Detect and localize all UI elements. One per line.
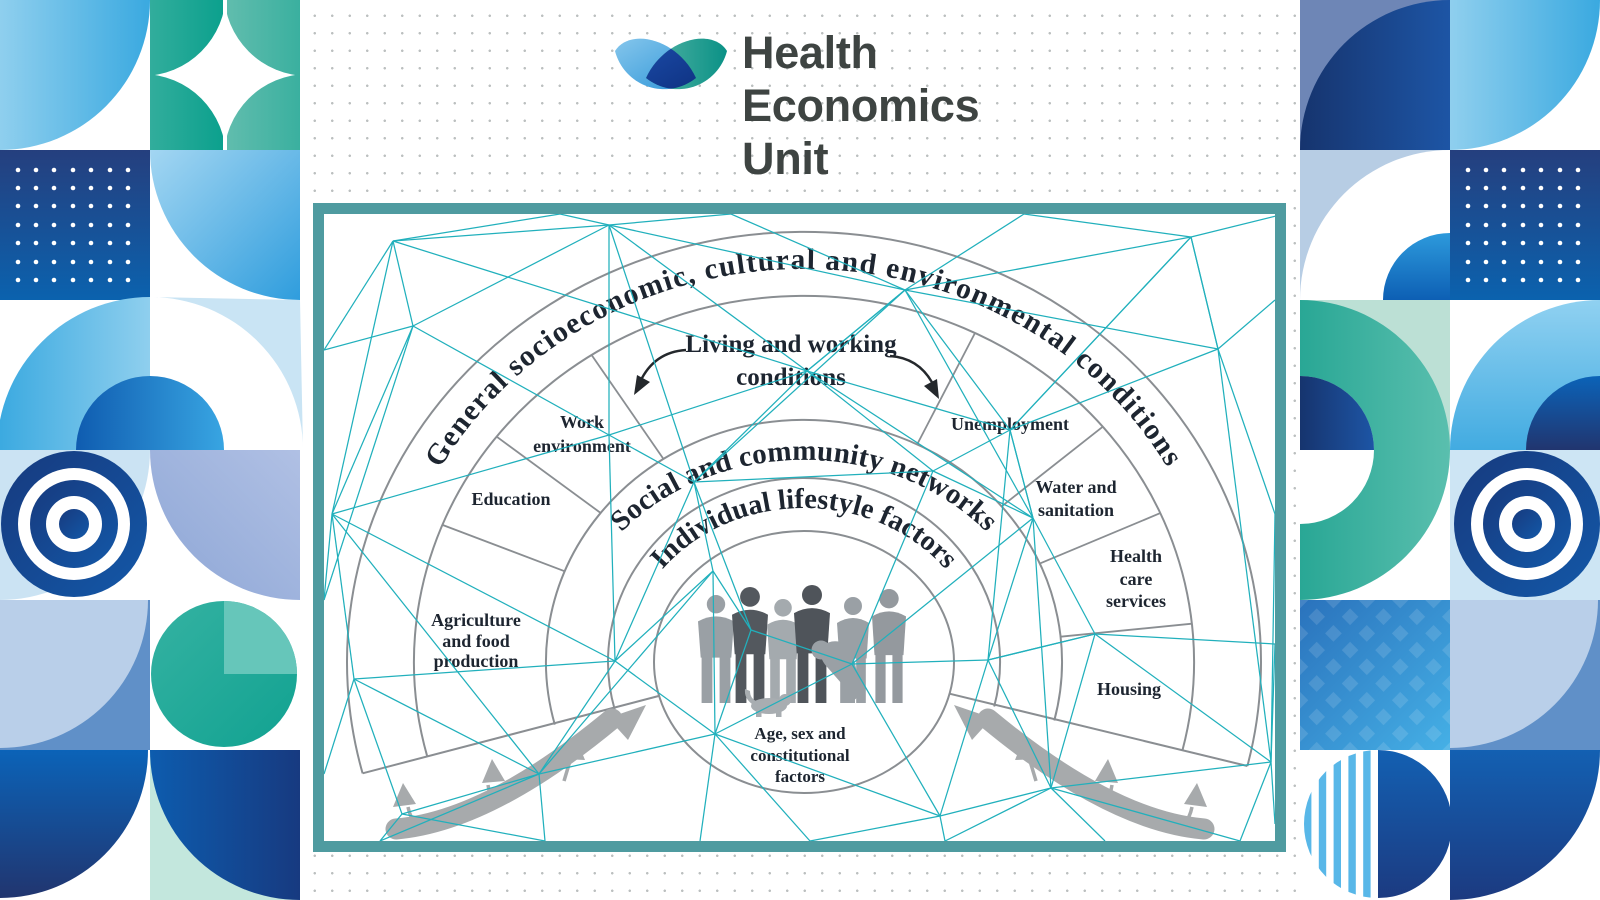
svg-text:factors: factors xyxy=(775,767,825,786)
svg-text:sanitation: sanitation xyxy=(1038,500,1114,520)
svg-text:Health: Health xyxy=(1110,546,1162,566)
svg-text:and food: and food xyxy=(442,631,510,651)
svg-text:Age, sex and: Age, sex and xyxy=(754,724,846,743)
svg-text:constitutional: constitutional xyxy=(750,746,849,765)
svg-text:Education: Education xyxy=(471,489,550,509)
svg-text:Social and community networks: Social and community networks xyxy=(604,435,1004,538)
svg-text:Living and working: Living and working xyxy=(685,331,897,358)
svg-text:Agriculture: Agriculture xyxy=(431,610,521,630)
svg-text:care: care xyxy=(1120,569,1153,589)
svg-text:Individual lifestyle factors: Individual lifestyle factors xyxy=(645,484,964,574)
svg-text:Water and: Water and xyxy=(1035,477,1116,497)
svg-text:production: production xyxy=(434,651,519,671)
svg-text:Work: Work xyxy=(560,412,604,432)
svg-text:Housing: Housing xyxy=(1097,679,1161,699)
svg-text:services: services xyxy=(1106,591,1166,611)
svg-text:environment: environment xyxy=(533,436,631,456)
